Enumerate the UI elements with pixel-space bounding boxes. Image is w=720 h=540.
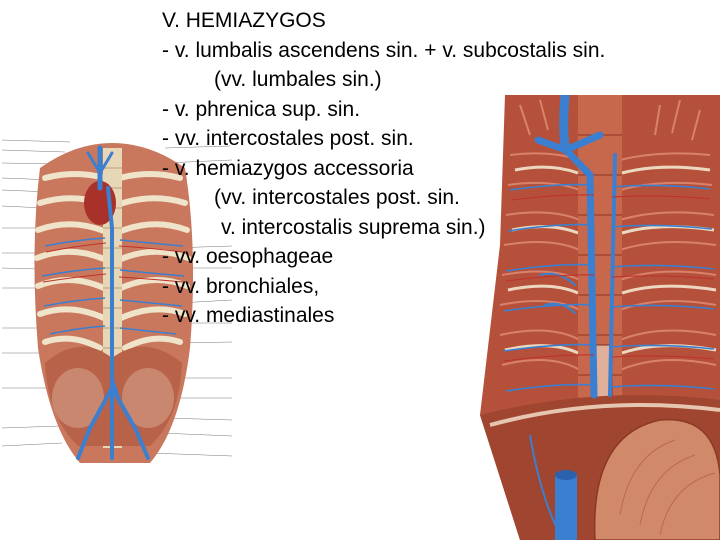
text-line-9: - vv. bronchiales, <box>162 274 320 298</box>
thoracic-cavity-svg <box>1 139 233 463</box>
text-line-10: - vv. mediastinales <box>162 304 335 327</box>
thoracic-cavity-illustration <box>0 128 235 473</box>
posterior-thoracic-wall-illustration <box>470 95 720 540</box>
text-line-4: - vv. intercostales post. sin. <box>162 127 414 150</box>
slide-title: V. HEMIAZYGOS <box>162 9 326 32</box>
text-line-1: - v. lumbalis ascendens sin. + v. subcos… <box>162 38 606 62</box>
text-line-6: (vv. intercostales post. sin. <box>214 186 460 209</box>
text-line-8: - vv. oesophageae <box>162 245 334 268</box>
text-block: V. HEMIAZYGOS - v. lumbalis ascendens si… <box>162 6 717 331</box>
text-line-7: v. intercostalis suprema sin.) <box>221 215 486 239</box>
text-line-3: - v. phrenica sup. sin. <box>162 97 361 121</box>
text-line-2: (vv. lumbales sin.) <box>214 68 382 91</box>
posterior-thoracic-wall-svg <box>480 95 720 540</box>
text-line-5: - v. hemiazygos accessoria <box>162 156 414 180</box>
